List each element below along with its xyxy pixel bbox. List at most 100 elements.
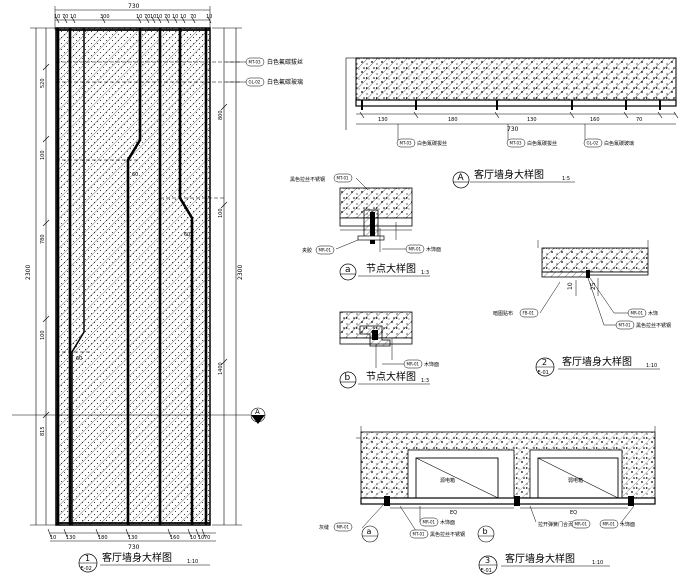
elevation-left-dim: 100 bbox=[40, 150, 46, 160]
svg-text:灰缝: 灰缝 bbox=[319, 524, 329, 531]
svg-text:MT-03: MT-03 bbox=[249, 60, 262, 65]
detail-a-drawing: 黑色拉丝不锈钢 MT-01 夹胶 MR-01 MR-01 木饰面 a 节点大样图… bbox=[290, 173, 441, 281]
section-a-tags: MT-03 白色氟碳拔丝 MT-03 白色氟碳拔丝 GL-02 白色氟碳玻璃 bbox=[396, 124, 634, 148]
svg-text:MR-01: MR-01 bbox=[575, 522, 588, 527]
elevation-left-total: 2300 bbox=[25, 265, 32, 280]
svg-text:MT-01: MT-01 bbox=[413, 532, 426, 537]
dimension-tick bbox=[157, 16, 162, 24]
elevation-bottom-dim: 10 bbox=[190, 535, 196, 541]
material-tag-code: MT-03 bbox=[510, 141, 523, 146]
dimension-tick bbox=[101, 16, 106, 24]
detail-b-scale: 1:3 bbox=[421, 378, 429, 384]
elevation-top-dim: 10 bbox=[150, 14, 156, 20]
material-tag-text: 白色氟碳玻璃 bbox=[604, 140, 634, 147]
section-3-panel-2: 弱电箱 bbox=[568, 477, 583, 484]
detail-b-letter: b bbox=[345, 373, 351, 383]
svg-text:木饰面: 木饰面 bbox=[426, 246, 441, 253]
dimension-tick bbox=[42, 315, 50, 323]
dimension-tick bbox=[71, 16, 76, 24]
section-3-callout-b: b bbox=[483, 527, 488, 536]
elevation-right-dim: 100 bbox=[218, 208, 224, 218]
elevation-title-text: 客厅墙身大样图 bbox=[102, 551, 172, 564]
svg-text:GL-02: GL-02 bbox=[249, 80, 261, 85]
elevation-bottom-dim: 130 bbox=[128, 535, 138, 541]
section-a-dim: 130 bbox=[527, 117, 537, 123]
dimension-tick bbox=[220, 358, 228, 366]
svg-text:MR-01: MR-01 bbox=[603, 522, 616, 527]
svg-text:MR-01: MR-01 bbox=[407, 362, 420, 367]
detail-a-letter: a bbox=[345, 265, 351, 275]
section-marker-a-label: A bbox=[255, 408, 260, 416]
elevation-top-dim: 70 bbox=[62, 14, 68, 20]
material-tag-code: GL-02 bbox=[587, 141, 599, 146]
elevation-top-dim: 300 bbox=[100, 14, 110, 20]
elevation-tag-1: MT-03 白色氟碳拔丝 bbox=[226, 57, 303, 67]
dimension-tick bbox=[220, 103, 228, 111]
svg-text:MR-01: MR-01 bbox=[409, 247, 422, 252]
elevation-bottom-total: 730 bbox=[128, 544, 140, 551]
elevation-right-total: 2300 bbox=[237, 265, 244, 280]
svg-text:10: 10 bbox=[567, 282, 574, 290]
elevation-right-dim: 800 bbox=[218, 110, 224, 120]
elevation-top-dim: 10 bbox=[172, 14, 178, 20]
svg-text:FB-01: FB-01 bbox=[523, 311, 535, 316]
dimension-tick bbox=[181, 16, 186, 24]
dimension-tick bbox=[657, 111, 663, 119]
dimension-tick bbox=[191, 16, 196, 24]
dimension-tick bbox=[359, 111, 365, 119]
elevation-top-total: 730 bbox=[128, 3, 140, 10]
elevation-left-dim: 780 bbox=[40, 234, 46, 244]
dimension-tick bbox=[167, 528, 172, 538]
dimension-tick bbox=[673, 111, 679, 119]
section-a-title-scale: 1:5 bbox=[562, 176, 570, 182]
dimension-tick bbox=[201, 528, 206, 538]
elevation-left-dim: 815 bbox=[40, 426, 46, 436]
elevation-inner-dim: 60 bbox=[76, 356, 82, 362]
detail-b-title-text: 节点大样图 bbox=[366, 370, 416, 383]
elevation-bottom-dim: 70 bbox=[204, 535, 210, 541]
svg-text:MT-01: MT-01 bbox=[619, 323, 632, 328]
svg-text:拉开弹簧门合页: 拉开弹簧门合页 bbox=[538, 521, 573, 528]
section-a-dim: 160 bbox=[590, 117, 600, 123]
section-3-eq-2: EQ bbox=[570, 510, 577, 516]
elevation-bottom-dim: 180 bbox=[98, 535, 108, 541]
dimension-tick bbox=[125, 528, 130, 538]
detail-b-title: b 节点大样图 1:3 bbox=[339, 370, 430, 389]
elevation-top-dim: 10 bbox=[136, 14, 142, 20]
dimension-tick bbox=[413, 111, 419, 119]
svg-text:木饰面: 木饰面 bbox=[424, 361, 439, 368]
elevation-title-scale: 1:10 bbox=[187, 559, 198, 565]
elevation-top-dim: 10 bbox=[54, 14, 60, 20]
elevation-top-dim: 70 bbox=[144, 14, 150, 20]
section-a-title-letter: A bbox=[458, 173, 465, 183]
svg-text:MR-01: MR-01 bbox=[319, 248, 332, 253]
elevation-title-num: 1 bbox=[85, 554, 90, 563]
elevation-left-dim: 520 bbox=[40, 78, 46, 88]
elevation-bottom-dim: 10 bbox=[198, 535, 204, 541]
material-tag-badge bbox=[583, 138, 603, 148]
material-tag-code: MT-03 bbox=[400, 141, 413, 146]
material-tag-text: 白色氟碳拔丝 bbox=[527, 140, 557, 147]
elevation-top-dim: 70 bbox=[164, 14, 170, 20]
section-3-panel-1: 源电箱 bbox=[440, 477, 455, 484]
section-3-title-text: 客厅墙身大样图 bbox=[505, 552, 575, 565]
dimension-tick bbox=[55, 16, 60, 24]
section-2-ref: E-01 bbox=[538, 370, 549, 376]
section-2-title: 2 E-01 客厅墙身大样图 1:10 bbox=[535, 355, 660, 377]
detail-b-drawing: MR-01 木饰面 b 节点大样图 1:3 bbox=[339, 311, 439, 389]
section-3-num: 3 bbox=[485, 556, 490, 565]
elevation-bottom-dim: 130 bbox=[66, 535, 76, 541]
elevation-tag-2: GL-02 白色氟碳玻璃 bbox=[226, 77, 303, 87]
dimension-tick bbox=[63, 16, 68, 24]
dimension-tick bbox=[623, 111, 629, 119]
dimension-tick bbox=[165, 16, 170, 24]
detail-a-title-text: 节点大样图 bbox=[366, 262, 416, 275]
material-tag-text: 白色氟碳拔丝 bbox=[417, 140, 447, 147]
svg-text:黑色拉丝不锈钢: 黑色拉丝不锈钢 bbox=[636, 322, 671, 329]
elevation-inner-dim: 60 bbox=[132, 172, 138, 178]
dimension-tick bbox=[195, 528, 200, 538]
